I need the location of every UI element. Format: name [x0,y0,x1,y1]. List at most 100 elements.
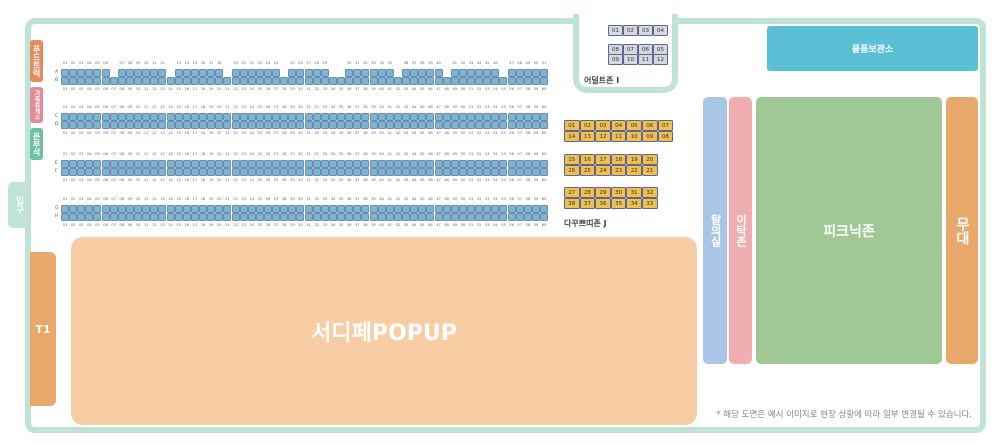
seat-F34[interactable] [328,168,337,176]
seat-G15[interactable] [174,205,183,213]
booth-16[interactable]: 16 [579,154,596,165]
seat-F07[interactable] [109,168,118,176]
seat-F40[interactable] [377,168,386,176]
seat-D60[interactable] [540,121,549,129]
seat-C33[interactable] [320,113,329,121]
seat-G06[interactable] [101,205,110,213]
seat-E08[interactable] [117,160,126,168]
seat-G11[interactable] [142,205,151,213]
seat-D31[interactable] [304,121,313,129]
seat-F05[interactable] [93,168,102,176]
seat-E33[interactable] [320,160,329,168]
seat-B41[interactable] [385,77,394,85]
seat-F28[interactable] [280,168,289,176]
seat-D22[interactable] [231,121,240,129]
seat-E52[interactable] [475,160,484,168]
seat-C06[interactable] [101,113,110,121]
seat-C02[interactable] [69,113,78,121]
booth-09[interactable]: 09 [608,54,623,65]
seat-H50[interactable] [458,213,467,221]
seat-G10[interactable] [134,205,143,213]
seat-E38[interactable] [361,160,370,168]
seat-A26[interactable] [296,69,305,77]
seat-H53[interactable] [483,213,492,221]
seat-B14[interactable] [166,77,175,85]
booth-25[interactable]: 25 [579,165,596,176]
seat-D13[interactable] [158,121,167,129]
seat-E20[interactable] [215,160,224,168]
seat-H03[interactable] [77,213,86,221]
seat-F44[interactable] [410,168,419,176]
seat-A41[interactable] [450,69,459,77]
seat-B05[interactable] [93,77,102,85]
seat-C28[interactable] [280,113,289,121]
seat-B56[interactable] [507,77,516,85]
seat-B35[interactable] [337,77,346,85]
seat-A45[interactable] [483,69,492,77]
seat-G23[interactable] [239,205,248,213]
seat-D18[interactable] [199,121,208,129]
seat-F42[interactable] [393,168,402,176]
seat-B03[interactable] [77,77,86,85]
seat-G17[interactable] [190,205,199,213]
seat-A50[interactable] [531,69,540,77]
seat-G26[interactable] [264,205,272,213]
seat-E09[interactable] [125,160,134,168]
seat-E43[interactable] [402,160,411,168]
seat-F48[interactable] [442,168,451,176]
seat-C37[interactable] [353,113,362,121]
seat-A30[interactable] [345,69,354,77]
seat-H38[interactable] [361,213,370,221]
seat-F39[interactable] [369,168,378,176]
seat-C42[interactable] [393,113,402,121]
seat-D26[interactable] [264,121,272,129]
seat-D40[interactable] [377,121,386,129]
seat-H07[interactable] [109,213,118,221]
seat-D41[interactable] [385,121,394,129]
seat-G37[interactable] [353,205,362,213]
seat-G31[interactable] [304,205,313,213]
seat-F41[interactable] [385,168,394,176]
seat-A05[interactable] [93,69,102,77]
seat-E29[interactable] [288,160,297,168]
seat-G19[interactable] [207,205,216,213]
seat-D38[interactable] [361,121,370,129]
seat-H54[interactable] [491,213,500,221]
seat-B60[interactable] [540,77,549,85]
seat-F24[interactable] [247,168,256,176]
seat-F31[interactable] [304,168,313,176]
booth-10[interactable]: 10 [626,131,642,142]
seat-A42[interactable] [458,69,467,77]
seat-H14[interactable] [166,213,175,221]
seat-H21[interactable] [223,213,232,221]
seat-C54[interactable] [491,113,500,121]
seat-B57[interactable] [515,77,524,85]
booth-30[interactable]: 30 [610,187,627,198]
seat-B29[interactable] [288,77,297,85]
seat-E35[interactable] [337,160,346,168]
seat-C18[interactable] [199,113,208,121]
seat-C38[interactable] [361,113,370,121]
seat-C11[interactable] [142,113,151,121]
seat-E49[interactable] [450,160,459,168]
seat-B42[interactable] [393,77,402,85]
seat-G41[interactable] [385,205,394,213]
seat-G16[interactable] [182,205,191,213]
seat-E42[interactable] [393,160,402,168]
booth-37[interactable]: 37 [579,198,596,209]
seat-H30[interactable] [296,213,305,221]
seat-G52[interactable] [475,205,484,213]
seat-F03[interactable] [77,168,86,176]
seat-E41[interactable] [385,160,394,168]
seat-C16[interactable] [182,113,191,121]
seat-F49[interactable] [450,168,459,176]
seat-H46[interactable] [426,213,435,221]
seat-A27[interactable] [304,69,313,77]
seat-C04[interactable] [85,113,94,121]
seat-C55[interactable] [499,113,508,121]
seat-H08[interactable] [117,213,126,221]
seat-D45[interactable] [418,121,427,129]
seat-C52[interactable] [475,113,484,121]
seat-C53[interactable] [483,113,492,121]
seat-E06[interactable] [101,160,110,168]
